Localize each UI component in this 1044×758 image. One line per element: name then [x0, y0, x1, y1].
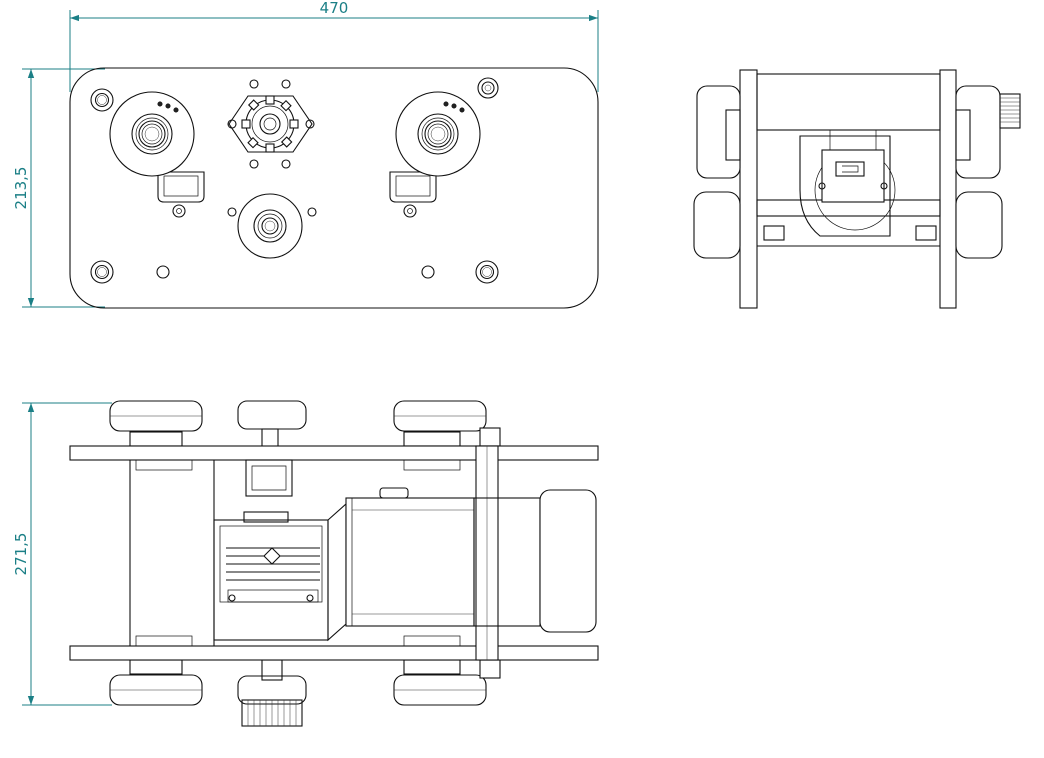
depth-dimension: 271,5 — [12, 402, 112, 706]
mounting-hole — [90, 88, 114, 112]
top-view: 271,5 — [12, 400, 599, 727]
front-view: 470 213,5 — [12, 0, 599, 309]
depth-dimension-label: 271,5 — [12, 533, 30, 576]
height-dimension-label: 213,5 — [12, 167, 30, 210]
flange-bearing — [109, 91, 205, 218]
width-dimension-label: 470 — [320, 0, 349, 17]
sprocket — [227, 79, 315, 169]
side-view — [693, 69, 1021, 309]
mounting-hole — [475, 260, 499, 284]
base-plate — [69, 67, 599, 309]
flange-bearing — [389, 91, 481, 218]
width-dimension: 470 — [69, 0, 599, 92]
mounting-hole — [421, 265, 435, 279]
mounting-hole — [477, 77, 499, 99]
flange-bearing-small — [227, 193, 317, 259]
height-dimension: 213,5 — [12, 68, 105, 308]
mounting-hole — [90, 260, 114, 284]
mounting-hole — [156, 265, 170, 279]
